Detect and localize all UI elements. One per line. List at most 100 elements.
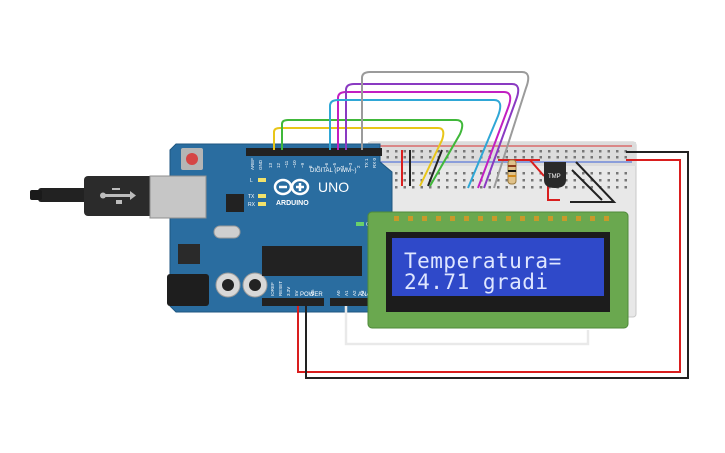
breadboard-hole[interactable] bbox=[437, 150, 441, 153]
breadboard-hole[interactable] bbox=[471, 150, 475, 153]
breadboard-hole[interactable] bbox=[624, 186, 628, 189]
lcd-pin[interactable] bbox=[590, 216, 595, 221]
breadboard-hole[interactable] bbox=[454, 172, 458, 175]
breadboard-hole[interactable] bbox=[616, 150, 619, 153]
breadboard-hole[interactable] bbox=[471, 186, 475, 189]
breadboard-hole[interactable] bbox=[505, 156, 509, 159]
breadboard-hole[interactable] bbox=[395, 179, 398, 182]
breadboard-hole[interactable] bbox=[590, 172, 594, 175]
lcd-pin[interactable] bbox=[506, 216, 511, 221]
lcd-pin[interactable] bbox=[604, 216, 609, 221]
usb-cable[interactable] bbox=[30, 176, 156, 216]
breadboard-hole[interactable] bbox=[565, 150, 568, 153]
lcd-pin[interactable] bbox=[394, 216, 399, 221]
breadboard-hole[interactable] bbox=[522, 150, 526, 153]
lcd-pin[interactable] bbox=[534, 216, 539, 221]
breadboard-hole[interactable] bbox=[403, 156, 407, 159]
breadboard-hole[interactable] bbox=[531, 156, 534, 159]
breadboard-hole[interactable] bbox=[590, 156, 594, 159]
breadboard-hole[interactable] bbox=[573, 186, 577, 189]
breadboard-hole[interactable] bbox=[429, 172, 432, 175]
breadboard-hole[interactable] bbox=[463, 186, 466, 189]
breadboard-hole[interactable] bbox=[395, 186, 398, 189]
breadboard-hole[interactable] bbox=[454, 179, 458, 182]
breadboard-hole[interactable] bbox=[531, 172, 534, 175]
breadboard-hole[interactable] bbox=[539, 179, 543, 182]
breadboard-hole[interactable] bbox=[429, 186, 432, 189]
breadboard-hole[interactable] bbox=[565, 172, 568, 175]
power-header[interactable] bbox=[262, 298, 324, 306]
lcd-pin[interactable] bbox=[436, 216, 441, 221]
breadboard-hole[interactable] bbox=[531, 150, 534, 153]
breadboard-hole[interactable] bbox=[548, 186, 551, 189]
breadboard-hole[interactable] bbox=[505, 186, 509, 189]
breadboard-hole[interactable] bbox=[573, 156, 577, 159]
breadboard-hole[interactable] bbox=[590, 186, 594, 189]
breadboard-hole[interactable] bbox=[429, 156, 432, 159]
breadboard-hole[interactable] bbox=[607, 186, 611, 189]
breadboard-hole[interactable] bbox=[565, 186, 568, 189]
wires[interactable] bbox=[273, 71, 689, 379]
breadboard-hole[interactable] bbox=[412, 179, 415, 182]
breadboard-hole[interactable] bbox=[522, 172, 526, 175]
breadboard-hole[interactable] bbox=[607, 156, 611, 159]
breadboard-hole[interactable] bbox=[624, 156, 628, 159]
breadboard-hole[interactable] bbox=[412, 150, 415, 153]
breadboard-hole[interactable] bbox=[590, 179, 594, 182]
breadboard-hole[interactable] bbox=[582, 150, 585, 153]
breadboard-hole[interactable] bbox=[446, 172, 449, 175]
breadboard-hole[interactable] bbox=[420, 156, 424, 159]
breadboard-hole[interactable] bbox=[522, 179, 526, 182]
breadboard-hole[interactable] bbox=[429, 150, 432, 153]
breadboard-hole[interactable] bbox=[497, 179, 500, 182]
lcd-pin[interactable] bbox=[408, 216, 413, 221]
breadboard-hole[interactable] bbox=[531, 179, 534, 182]
breadboard-hole[interactable] bbox=[607, 179, 611, 182]
breadboard-hole[interactable] bbox=[514, 186, 517, 189]
breadboard-hole[interactable] bbox=[454, 150, 458, 153]
breadboard-hole[interactable] bbox=[480, 172, 483, 175]
breadboard-hole[interactable] bbox=[624, 150, 628, 153]
breadboard-hole[interactable] bbox=[471, 179, 475, 182]
breadboard-hole[interactable] bbox=[403, 179, 407, 182]
breadboard-hole[interactable] bbox=[522, 186, 526, 189]
breadboard-hole[interactable] bbox=[599, 156, 602, 159]
breadboard-hole[interactable] bbox=[386, 156, 390, 159]
breadboard-hole[interactable] bbox=[539, 150, 543, 153]
breadboard-hole[interactable] bbox=[420, 172, 424, 175]
arduino-uno-board[interactable]: ARDUINO UNO DIGITAL (PWM~) POWER ANALOG … bbox=[30, 143, 393, 313]
breadboard-hole[interactable] bbox=[616, 186, 619, 189]
breadboard-hole[interactable] bbox=[607, 150, 611, 153]
lcd-pin[interactable] bbox=[464, 216, 469, 221]
breadboard-hole[interactable] bbox=[497, 186, 500, 189]
breadboard-hole[interactable] bbox=[437, 172, 441, 175]
breadboard-hole[interactable] bbox=[454, 186, 458, 189]
breadboard-hole[interactable] bbox=[616, 172, 619, 175]
breadboard-hole[interactable] bbox=[565, 156, 568, 159]
breadboard-hole[interactable] bbox=[556, 156, 560, 159]
breadboard-hole[interactable] bbox=[480, 150, 483, 153]
breadboard-hole[interactable] bbox=[565, 179, 568, 182]
resistor[interactable] bbox=[507, 159, 517, 185]
breadboard-hole[interactable] bbox=[446, 186, 449, 189]
breadboard-hole[interactable] bbox=[624, 172, 628, 175]
breadboard-hole[interactable] bbox=[412, 172, 415, 175]
lcd-pin[interactable] bbox=[478, 216, 483, 221]
breadboard-hole[interactable] bbox=[624, 179, 628, 182]
breadboard-hole[interactable] bbox=[599, 179, 602, 182]
lcd-pin[interactable] bbox=[422, 216, 427, 221]
lcd-pin[interactable] bbox=[492, 216, 497, 221]
breadboard-hole[interactable] bbox=[463, 172, 466, 175]
breadboard-hole[interactable] bbox=[582, 186, 585, 189]
breadboard-hole[interactable] bbox=[420, 150, 424, 153]
breadboard-hole[interactable] bbox=[437, 179, 441, 182]
breadboard-hole[interactable] bbox=[599, 150, 602, 153]
breadboard-hole[interactable] bbox=[420, 186, 424, 189]
breadboard-hole[interactable] bbox=[573, 179, 577, 182]
breadboard-hole[interactable] bbox=[497, 156, 500, 159]
breadboard-hole[interactable] bbox=[531, 186, 534, 189]
breadboard-hole[interactable] bbox=[590, 150, 594, 153]
breadboard-hole[interactable] bbox=[403, 150, 407, 153]
breadboard-hole[interactable] bbox=[582, 156, 585, 159]
breadboard-hole[interactable] bbox=[412, 156, 415, 159]
